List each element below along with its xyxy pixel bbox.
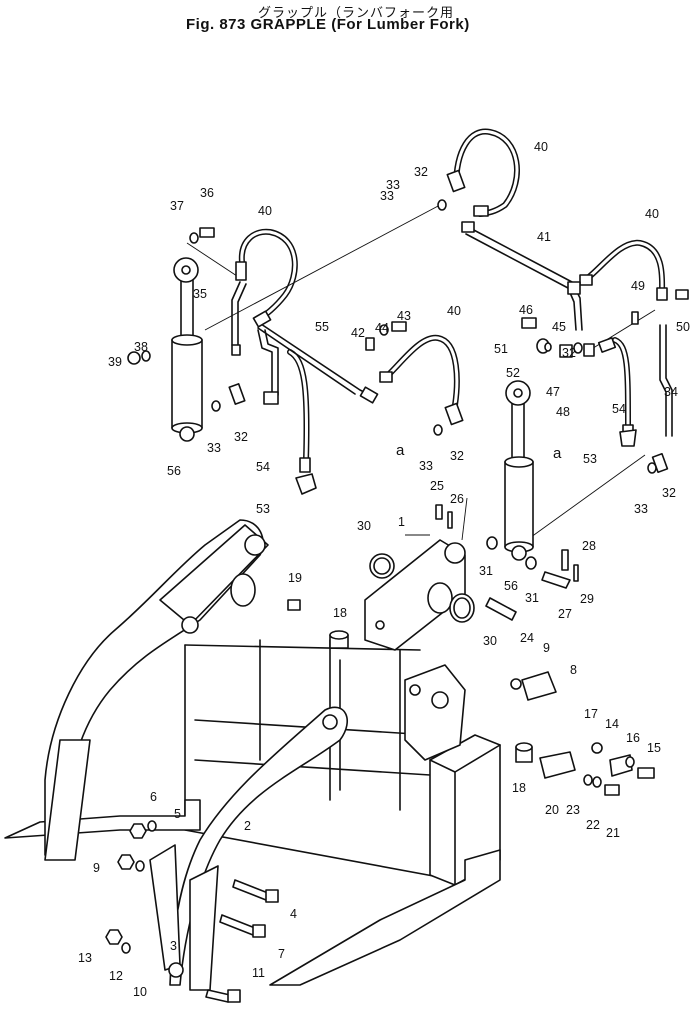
hydraulic-hoses	[238, 128, 666, 463]
callout-33b: 33	[207, 441, 221, 455]
callout-8: 8	[570, 663, 577, 677]
callout-52: 52	[506, 366, 520, 380]
callout-13: 13	[78, 951, 92, 965]
fittings	[127, 169, 689, 495]
callout-50: 50	[676, 320, 690, 334]
callout-16: 16	[626, 731, 640, 745]
callout-32: 32	[414, 165, 428, 179]
pins-and-hardware	[105, 504, 655, 1003]
callout-44: 44	[375, 321, 389, 335]
callout-24: 24	[520, 631, 534, 645]
callout-32b: 32	[234, 430, 248, 444]
callout-1: 1	[398, 515, 405, 529]
callout-29: 29	[580, 592, 594, 606]
callout-20: 20	[545, 803, 559, 817]
callout-a: a	[396, 442, 405, 459]
callout-53: 53	[583, 452, 597, 466]
callout-7: 7	[278, 947, 285, 961]
callout-51: 51	[494, 342, 508, 356]
callout-labels: 1 2 3 4 5 6 7 8 9 9 10 11 12 13 14 15 16…	[78, 140, 690, 999]
hydraulic-cylinder-right	[504, 380, 534, 561]
callout-40c: 40	[447, 304, 461, 318]
callout-5: 5	[174, 807, 181, 821]
pivot-bracket-1	[364, 539, 466, 651]
callout-a-b: a	[553, 445, 562, 462]
callout-46: 46	[519, 303, 533, 317]
callout-18b: 18	[512, 781, 526, 795]
callout-39: 39	[108, 355, 122, 369]
callout-17: 17	[584, 707, 598, 721]
callout-33e: 33	[380, 189, 394, 203]
grapple-arm-right	[149, 706, 349, 991]
callout-10: 10	[133, 985, 147, 999]
callout-38: 38	[134, 340, 148, 354]
callout-25: 25	[430, 479, 444, 493]
callout-19: 19	[288, 571, 302, 585]
callout-4: 4	[290, 907, 297, 921]
callout-45: 45	[552, 320, 566, 334]
callout-42: 42	[351, 326, 365, 340]
callout-55: 55	[315, 320, 329, 334]
callout-33d: 33	[634, 502, 648, 516]
callout-18: 18	[333, 606, 347, 620]
callout-47: 47	[546, 385, 560, 399]
callout-40: 40	[534, 140, 548, 154]
callout-15: 15	[647, 741, 661, 755]
callout-37: 37	[170, 199, 184, 213]
callout-9: 9	[93, 861, 100, 875]
callout-43: 43	[397, 309, 411, 323]
callout-3: 3	[170, 939, 177, 953]
callout-27: 27	[558, 607, 572, 621]
callout-12: 12	[109, 969, 123, 983]
callout-31: 31	[479, 564, 493, 578]
steel-pipes	[186, 204, 673, 546]
callout-32c: 32	[450, 449, 464, 463]
callout-32e: 32	[562, 346, 576, 360]
callout-40d: 40	[645, 207, 659, 221]
callout-36: 36	[200, 186, 214, 200]
callout-49: 49	[631, 279, 645, 293]
callout-6: 6	[150, 790, 157, 804]
grapple-arm-left	[44, 519, 269, 861]
callout-41: 41	[537, 230, 551, 244]
callout-35: 35	[193, 287, 207, 301]
callout-31b: 31	[525, 591, 539, 605]
callout-23: 23	[566, 803, 580, 817]
callout-56: 56	[167, 464, 181, 478]
callout-33c: 33	[419, 459, 433, 473]
callout-9b: 9	[543, 641, 550, 655]
callout-54b: 54	[612, 402, 626, 416]
callout-11: 11	[252, 966, 265, 980]
callout-2: 2	[244, 819, 251, 833]
callout-33: 33	[386, 178, 400, 192]
callout-26: 26	[450, 492, 464, 506]
callout-48: 48	[556, 405, 570, 419]
figure-title: Fig. 873 GRAPPLE (For Lumber Fork)	[186, 16, 470, 33]
callout-22: 22	[586, 818, 600, 832]
hydraulic-cylinder-left	[171, 257, 203, 442]
callout-32d: 32	[662, 486, 676, 500]
callout-56b: 56	[504, 579, 518, 593]
callout-30b: 30	[483, 634, 497, 648]
callout-30: 30	[357, 519, 371, 533]
callout-53b: 53	[256, 502, 270, 516]
callout-21: 21	[606, 826, 620, 840]
callout-14: 14	[605, 717, 619, 731]
figure-title-japanese: グラップル（ランバフォーク用	[258, 6, 455, 21]
callout-34: 34	[664, 385, 678, 399]
callout-28: 28	[582, 539, 596, 553]
callout-40b: 40	[258, 204, 272, 218]
callout-54: 54	[256, 460, 270, 474]
